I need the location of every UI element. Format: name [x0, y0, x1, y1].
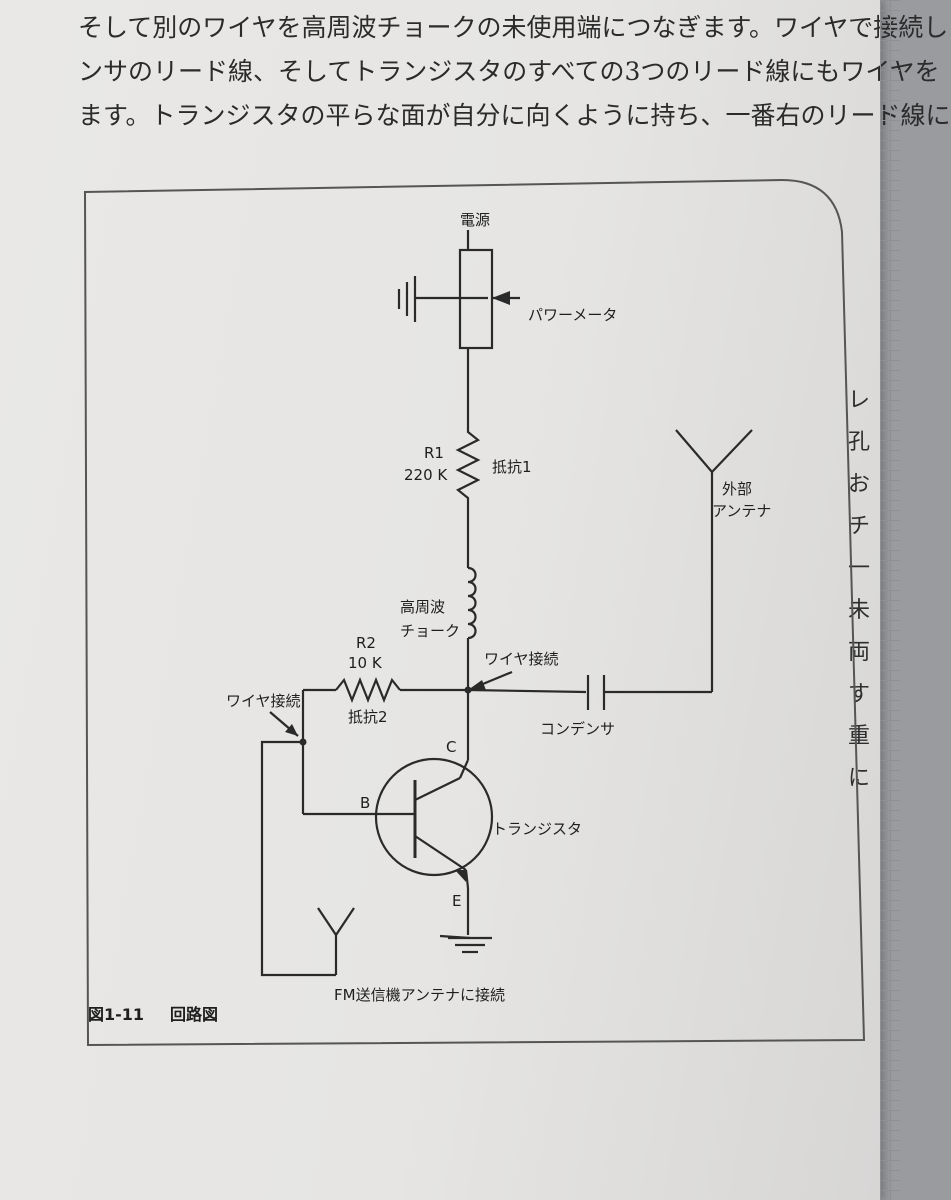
label-external-antenna-2: アンテナ: [712, 502, 771, 520]
side-char: 重: [848, 724, 871, 749]
side-char: 未: [848, 598, 871, 623]
label-fm-antenna: FM送信機アンテナに接続: [334, 986, 505, 1004]
figure-box: [83, 178, 866, 1047]
label-base: B: [360, 794, 370, 812]
resistor-r1: [455, 420, 481, 508]
label-wire-connection-top: ワイヤ接続: [484, 650, 559, 668]
side-char: チ: [848, 514, 871, 539]
label-transistor: トランジスタ: [492, 820, 582, 838]
label-rf-choke-2: チョーク: [400, 622, 460, 640]
body-text: そして別のワイヤを高周波チョークの未使用端につなぎます。ワイヤで接続し ンサのリ…: [78, 6, 951, 138]
external-antenna: [675, 429, 753, 474]
label-r1-name: R1: [424, 444, 444, 462]
transistor-symbol: [374, 757, 494, 877]
label-r2: 抵抗2: [348, 708, 388, 726]
rf-choke: [467, 566, 477, 640]
label-r1-value: 220 K: [404, 466, 448, 484]
background-cutting-mat: [880, 0, 900, 1200]
label-emitter: E: [452, 892, 461, 910]
body-line-1: そして別のワイヤを高周波チョークの未使用端につなぎます。ワイヤで接続し: [78, 13, 949, 42]
label-wire-connection-left: ワイヤ接続: [226, 692, 301, 710]
resistor-r2: [335, 677, 401, 703]
label-r2-name: R2: [356, 634, 376, 652]
label-r1: 抵抗1: [492, 458, 532, 476]
side-char: 一: [848, 556, 871, 581]
label-power: 電源: [460, 211, 490, 229]
body-line-2: ンサのリード線、そしてトランジスタのすべての3つのリード線にもワイヤを: [78, 57, 940, 86]
label-power-meter: パワーメータ: [528, 306, 617, 324]
label-rf-choke-1: 高周波: [400, 598, 445, 616]
figure-title: 回路図: [170, 1005, 218, 1024]
label-collector: C: [446, 738, 456, 756]
next-column-text: レ 孔 お チ 一 未 両 す 重 に: [848, 380, 880, 800]
side-char: 孔: [848, 430, 871, 455]
figure-number: 図1-11: [88, 1005, 144, 1024]
side-char: に: [848, 766, 871, 791]
label-capacitor: コンデンサ: [540, 720, 615, 738]
label-external-antenna-1: 外部: [722, 480, 752, 498]
circuit-diagram: 電源 パワーメータ R1 220 K 抵抗1 高周波 チョーク ワイヤ接続 R2…: [83, 178, 866, 1047]
side-char: レ: [848, 388, 871, 413]
fm-antenna: [317, 907, 355, 937]
label-r2-value: 10 K: [348, 654, 383, 672]
body-line-3: ます。トランジスタの平らな面が自分に向くように持ち、一番右のリード線に: [78, 101, 951, 130]
side-char: お: [848, 472, 871, 497]
